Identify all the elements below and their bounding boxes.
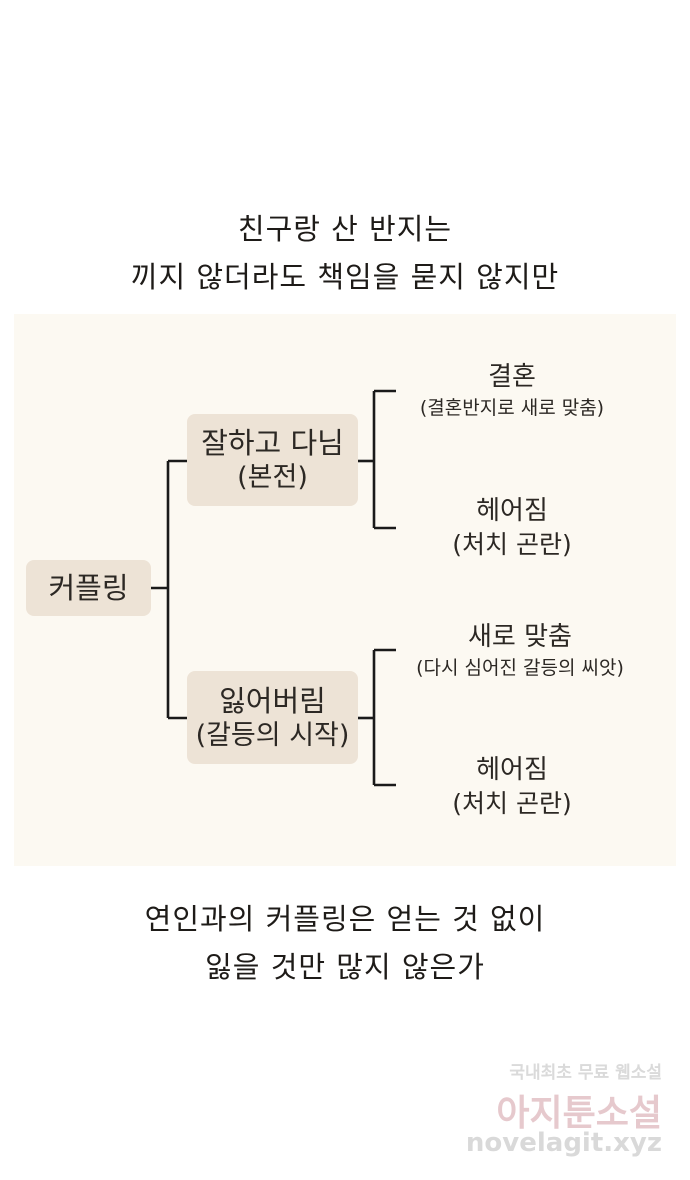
- top-caption-line-2: 끼지 않더라도 책임을 묻지 않지만: [130, 260, 560, 294]
- leaf-node-2-1-label: 새로 맞춤: [468, 622, 572, 652]
- branch-node-1: 잘하고 다님 (본전): [187, 414, 358, 506]
- branch-node-2-sub: (갈등의 시작): [195, 719, 350, 751]
- leaf-node-1-2-sub: (처치 곤란): [452, 530, 572, 559]
- leaf-node-2-2-sub: (처치 곤란): [452, 789, 572, 818]
- leaf-node-2-1-sub: (다시 심어진 갈등의 씨앗): [416, 657, 624, 679]
- leaf-node-1-1: 결혼 (결혼반지로 새로 맞춤): [396, 360, 628, 422]
- watermark-line-2: 아지툰소설: [496, 1093, 662, 1134]
- root-node-label: 커플링: [48, 571, 129, 605]
- leaf-node-2-2-label: 헤어짐: [476, 755, 548, 785]
- leaf-node-1-2: 헤어짐 (처치 곤란): [414, 494, 610, 562]
- leaf-node-2-1: 새로 맞춤 (다시 심어진 갈등의 씨앗): [396, 620, 644, 682]
- bottom-caption-line-1: 연인과의 커플링은 얻는 것 없이: [144, 902, 546, 936]
- branch-node-2-label: 잃어버림: [219, 683, 326, 718]
- bottom-caption-line-2: 잃을 것만 많지 않은가: [205, 950, 485, 984]
- watermark-line-1: 국내최초 무료 웹소설: [509, 1063, 662, 1083]
- watermark-line-3: novelagit.xyz: [465, 1128, 662, 1158]
- branch-node-1-label: 잘하고 다님: [201, 426, 344, 460]
- branch-node-1-sub: (본전): [237, 462, 308, 493]
- root-node: 커플링: [26, 560, 151, 616]
- leaf-node-1-2-label: 헤어짐: [476, 496, 548, 526]
- leaf-node-2-2: 헤어짐 (처치 곤란): [414, 753, 610, 821]
- leaf-node-1-1-label: 결혼: [488, 362, 536, 392]
- top-caption-line-1: 친구랑 산 반지는: [237, 212, 453, 246]
- branch-node-2: 잃어버림 (갈등의 시작): [187, 671, 358, 764]
- leaf-node-1-1-sub: (결혼반지로 새로 맞춤): [419, 397, 605, 419]
